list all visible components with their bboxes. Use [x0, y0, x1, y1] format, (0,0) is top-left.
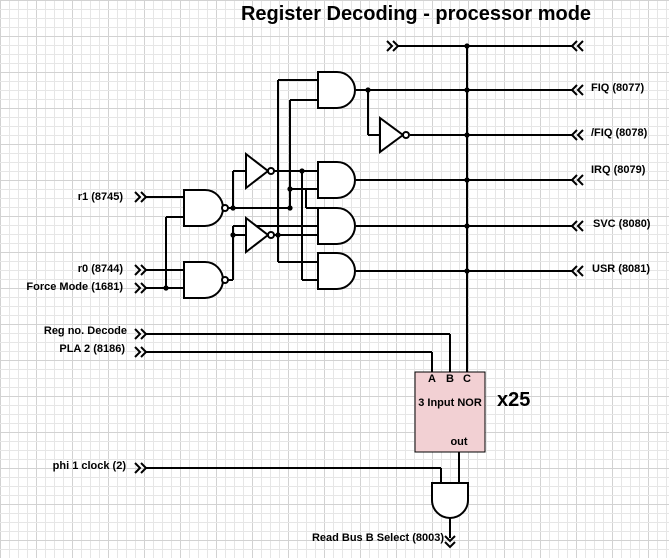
nor-pin-c: C	[463, 373, 471, 385]
chevron-left-icon	[570, 129, 584, 141]
output-labels: FIQ (8077) /FIQ (8078) IRQ (8079) SVC (8…	[312, 82, 651, 544]
nand-gate-r0	[183, 261, 229, 299]
inverter-a	[245, 151, 275, 191]
chevron-right-icon	[134, 328, 148, 340]
output-label-svc: SVC (8080)	[593, 218, 651, 230]
nor-pin-b: B	[446, 373, 454, 385]
chevron-right-icon	[134, 462, 148, 474]
output-label-fiq: FIQ (8077)	[591, 82, 645, 94]
and-gate-read-bus	[431, 482, 469, 519]
nor-block-label: 3 Input NOR	[418, 397, 482, 409]
and-gate-usr	[317, 252, 356, 290]
nor-block-box	[414, 371, 486, 453]
inverter-fiq	[379, 116, 410, 154]
and-gate-svc	[317, 207, 356, 245]
nor-block: A B C 3 Input NOR out	[414, 371, 486, 453]
input-label-r1: r1 (8745)	[78, 191, 124, 203]
and-gate-irq	[317, 161, 356, 199]
output-label-read-bus: Read Bus B Select (8003)	[312, 532, 444, 544]
input-label-phi1: phi 1 clock (2)	[53, 460, 127, 472]
junction-dots	[163, 43, 470, 291]
chevron-right-icon	[134, 264, 148, 276]
input-label-pla2: PLA 2 (8186)	[59, 343, 125, 355]
input-labels: r1 (8745) r0 (8744) Force Mode (1681) Re…	[26, 191, 127, 472]
diagram-title: Register Decoding - processor mode	[241, 3, 591, 25]
chevron-right-icon	[134, 191, 148, 203]
chevron-left-icon	[570, 84, 584, 96]
output-label-nfiq: /FIQ (8078)	[591, 127, 648, 139]
chevron-down-icon	[444, 535, 456, 549]
connector-chevrons	[134, 40, 584, 549]
and-gate-fiq	[317, 71, 356, 109]
input-label-r0: r0 (8744)	[78, 263, 124, 275]
input-label-force-mode: Force Mode (1681)	[26, 281, 123, 293]
chevron-left-icon	[570, 220, 584, 232]
chevron-right-icon	[386, 40, 400, 52]
wires	[146, 45, 572, 538]
nand-gate-r1	[183, 189, 229, 227]
inverter-b	[245, 215, 275, 255]
chevron-left-icon	[570, 265, 584, 277]
nor-out-label: out	[450, 436, 467, 448]
multiplier-label: x25	[497, 389, 530, 411]
chevron-left-icon	[570, 174, 584, 186]
input-label-reg-no-decode: Reg no. Decode	[44, 325, 127, 337]
chevron-right-icon	[134, 346, 148, 358]
chevron-left-icon	[570, 40, 584, 52]
chevron-right-icon	[134, 282, 148, 294]
nor-pin-a: A	[428, 373, 436, 385]
output-label-irq: IRQ (8079)	[591, 164, 646, 176]
output-label-usr: USR (8081)	[592, 263, 650, 275]
